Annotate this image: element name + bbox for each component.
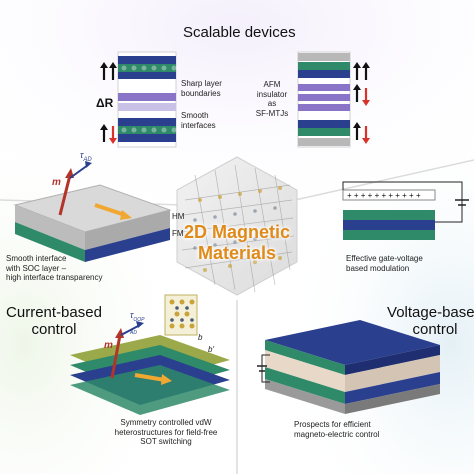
right-section-title: Voltage-based control bbox=[385, 304, 474, 338]
right-title-line1: Voltage-based bbox=[387, 304, 474, 321]
afm-insulator-caption: AFM insulator as SF-MTJs bbox=[250, 80, 294, 118]
tau-symbol-bottom: τOOP AD bbox=[130, 310, 145, 336]
caption-line: Smooth bbox=[181, 111, 209, 120]
tau-char: τ bbox=[80, 150, 84, 160]
divider-right bbox=[294, 159, 474, 201]
vdw-heterostructure bbox=[70, 294, 230, 415]
smooth-interfaces-caption: Smooth interfaces bbox=[181, 111, 216, 130]
b-axis-label: b bbox=[198, 333, 203, 342]
gate-voltage-panel: + + + + + + + + + + + bbox=[342, 181, 469, 240]
top-left-device bbox=[117, 51, 177, 148]
svg-text:+ + + + + + + + + + +: + + + + + + + + + + + bbox=[347, 191, 421, 200]
gate-voltage-caption: Effective gate-voltage based modulation bbox=[346, 254, 423, 273]
hm-label: HM bbox=[172, 212, 185, 221]
smooth-interface-caption: Smooth interface with SOC layer – high i… bbox=[6, 254, 103, 283]
caption-line: with SOC layer – bbox=[6, 263, 67, 273]
magnetoelectric-stack bbox=[257, 320, 440, 414]
bprime-axis-label: b' bbox=[208, 345, 214, 354]
tau-char: τ bbox=[130, 310, 134, 320]
caption-line: high interface transparency bbox=[6, 273, 103, 282]
caption-line: Effective gate-voltage bbox=[346, 254, 423, 263]
caption-line: SOT switching bbox=[140, 437, 192, 446]
m-symbol-top: m bbox=[52, 177, 61, 188]
top-right-spin-arrows bbox=[353, 62, 370, 144]
m-symbol-bottom: m bbox=[104, 340, 113, 351]
caption-line: magneto-electric control bbox=[294, 429, 380, 439]
magnetoelectric-caption: Prospects for efficient magneto-electric… bbox=[294, 420, 379, 439]
top-section-title: Scalable devices bbox=[183, 24, 296, 41]
top-right-device bbox=[297, 51, 351, 148]
caption-line: boundaries bbox=[181, 88, 221, 98]
fm-label: FM bbox=[172, 229, 184, 238]
caption-line: Sharp layer bbox=[181, 79, 222, 88]
tau-subscript: AD bbox=[83, 156, 92, 163]
caption-line: Symmetry controlled vdW bbox=[120, 418, 212, 427]
center-title-line1: 2D Magnetic bbox=[183, 222, 291, 242]
caption-line: based modulation bbox=[346, 263, 410, 273]
caption-line: AFM bbox=[263, 80, 281, 89]
center-title: 2D Magnetic Materials bbox=[182, 222, 292, 264]
right-title-line2: control bbox=[412, 321, 458, 338]
caption-line: as bbox=[267, 99, 277, 108]
caption-line: heterostructures for field-free bbox=[114, 427, 218, 437]
center-title-line2: Materials bbox=[197, 243, 277, 263]
sharp-boundaries-caption: Sharp layer boundaries bbox=[181, 79, 222, 98]
left-title-line2: control bbox=[31, 321, 77, 338]
caption-line: SF-MTJs bbox=[255, 108, 289, 118]
symmetry-caption: Symmetry controlled vdW heterostructures… bbox=[96, 418, 236, 447]
left-title-line1: Current-based bbox=[6, 304, 102, 321]
caption-line: interfaces bbox=[181, 120, 216, 130]
caption-line: insulator bbox=[256, 89, 288, 99]
delta-r-label: ΔR bbox=[96, 96, 114, 110]
caption-line: Prospects for efficient bbox=[294, 420, 371, 429]
caption-line: Smooth interface bbox=[6, 254, 67, 263]
top-left-spin-arrows bbox=[100, 62, 117, 144]
tau-subscript: OOP AD bbox=[130, 316, 145, 336]
tau-symbol-top: τAD bbox=[80, 150, 92, 163]
hm-fm-slab bbox=[13, 161, 172, 262]
left-section-title: Current-based control bbox=[4, 304, 104, 338]
center-hexagon bbox=[176, 156, 298, 296]
